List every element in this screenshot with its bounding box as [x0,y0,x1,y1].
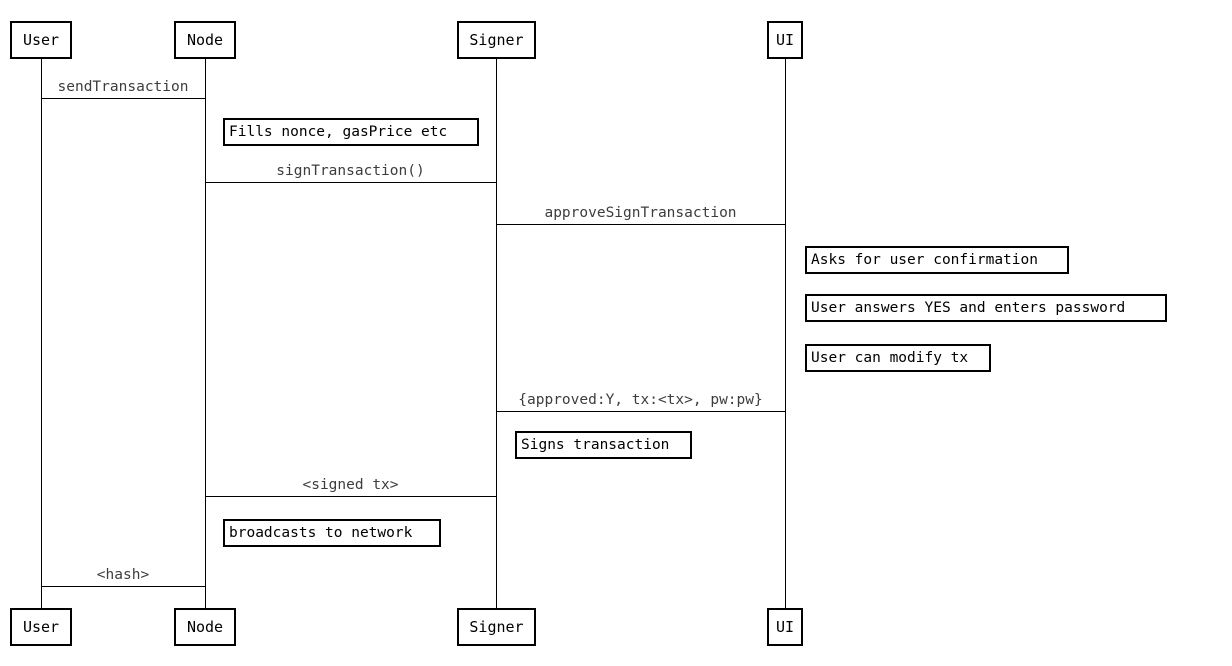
lifeline-ui [785,59,786,608]
message-line-m5[interactable] [205,496,496,497]
participant-label: User [22,617,60,636]
message-line-m3[interactable] [496,224,785,225]
message-line-m1[interactable] [41,98,205,99]
message-label-m4: {approved:Y, tx:<tx>, pw:pw} [518,392,763,408]
message-label-m3: approveSignTransaction [544,205,737,221]
note-box-n5[interactable] [515,431,692,459]
lifeline-node [205,59,206,608]
lifeline-user [41,59,42,608]
message-label-m6: <hash> [96,567,150,583]
message-line-m6[interactable] [41,586,205,587]
note-box-n2[interactable] [805,246,1069,274]
participant-top-signer[interactable]: Signer [457,21,536,59]
participant-top-node[interactable]: Node [174,21,236,59]
participant-top-ui[interactable]: UI [767,21,803,59]
message-label-m5: <signed tx> [302,477,399,493]
message-line-m4[interactable] [496,411,785,412]
participant-label: Signer [469,30,524,49]
participant-label: User [22,30,60,49]
message-label-m1: sendTransaction [57,79,189,95]
participant-bottom-node[interactable]: Node [174,608,236,646]
participant-label: Node [186,617,224,636]
message-line-m2[interactable] [205,182,496,183]
participant-top-user[interactable]: User [10,21,72,59]
lifeline-signer [496,59,497,608]
participant-label: Node [186,30,224,49]
participant-label: UI [775,617,795,636]
note-box-n1[interactable] [223,118,479,146]
note-box-n3[interactable] [805,294,1167,322]
participant-label: UI [775,30,795,49]
note-box-n4[interactable] [805,344,991,372]
participant-bottom-signer[interactable]: Signer [457,608,536,646]
participant-label: Signer [469,617,524,636]
note-box-n6[interactable] [223,519,441,547]
participant-bottom-ui[interactable]: UI [767,608,803,646]
participant-bottom-user[interactable]: User [10,608,72,646]
message-label-m2: signTransaction() [276,163,425,179]
